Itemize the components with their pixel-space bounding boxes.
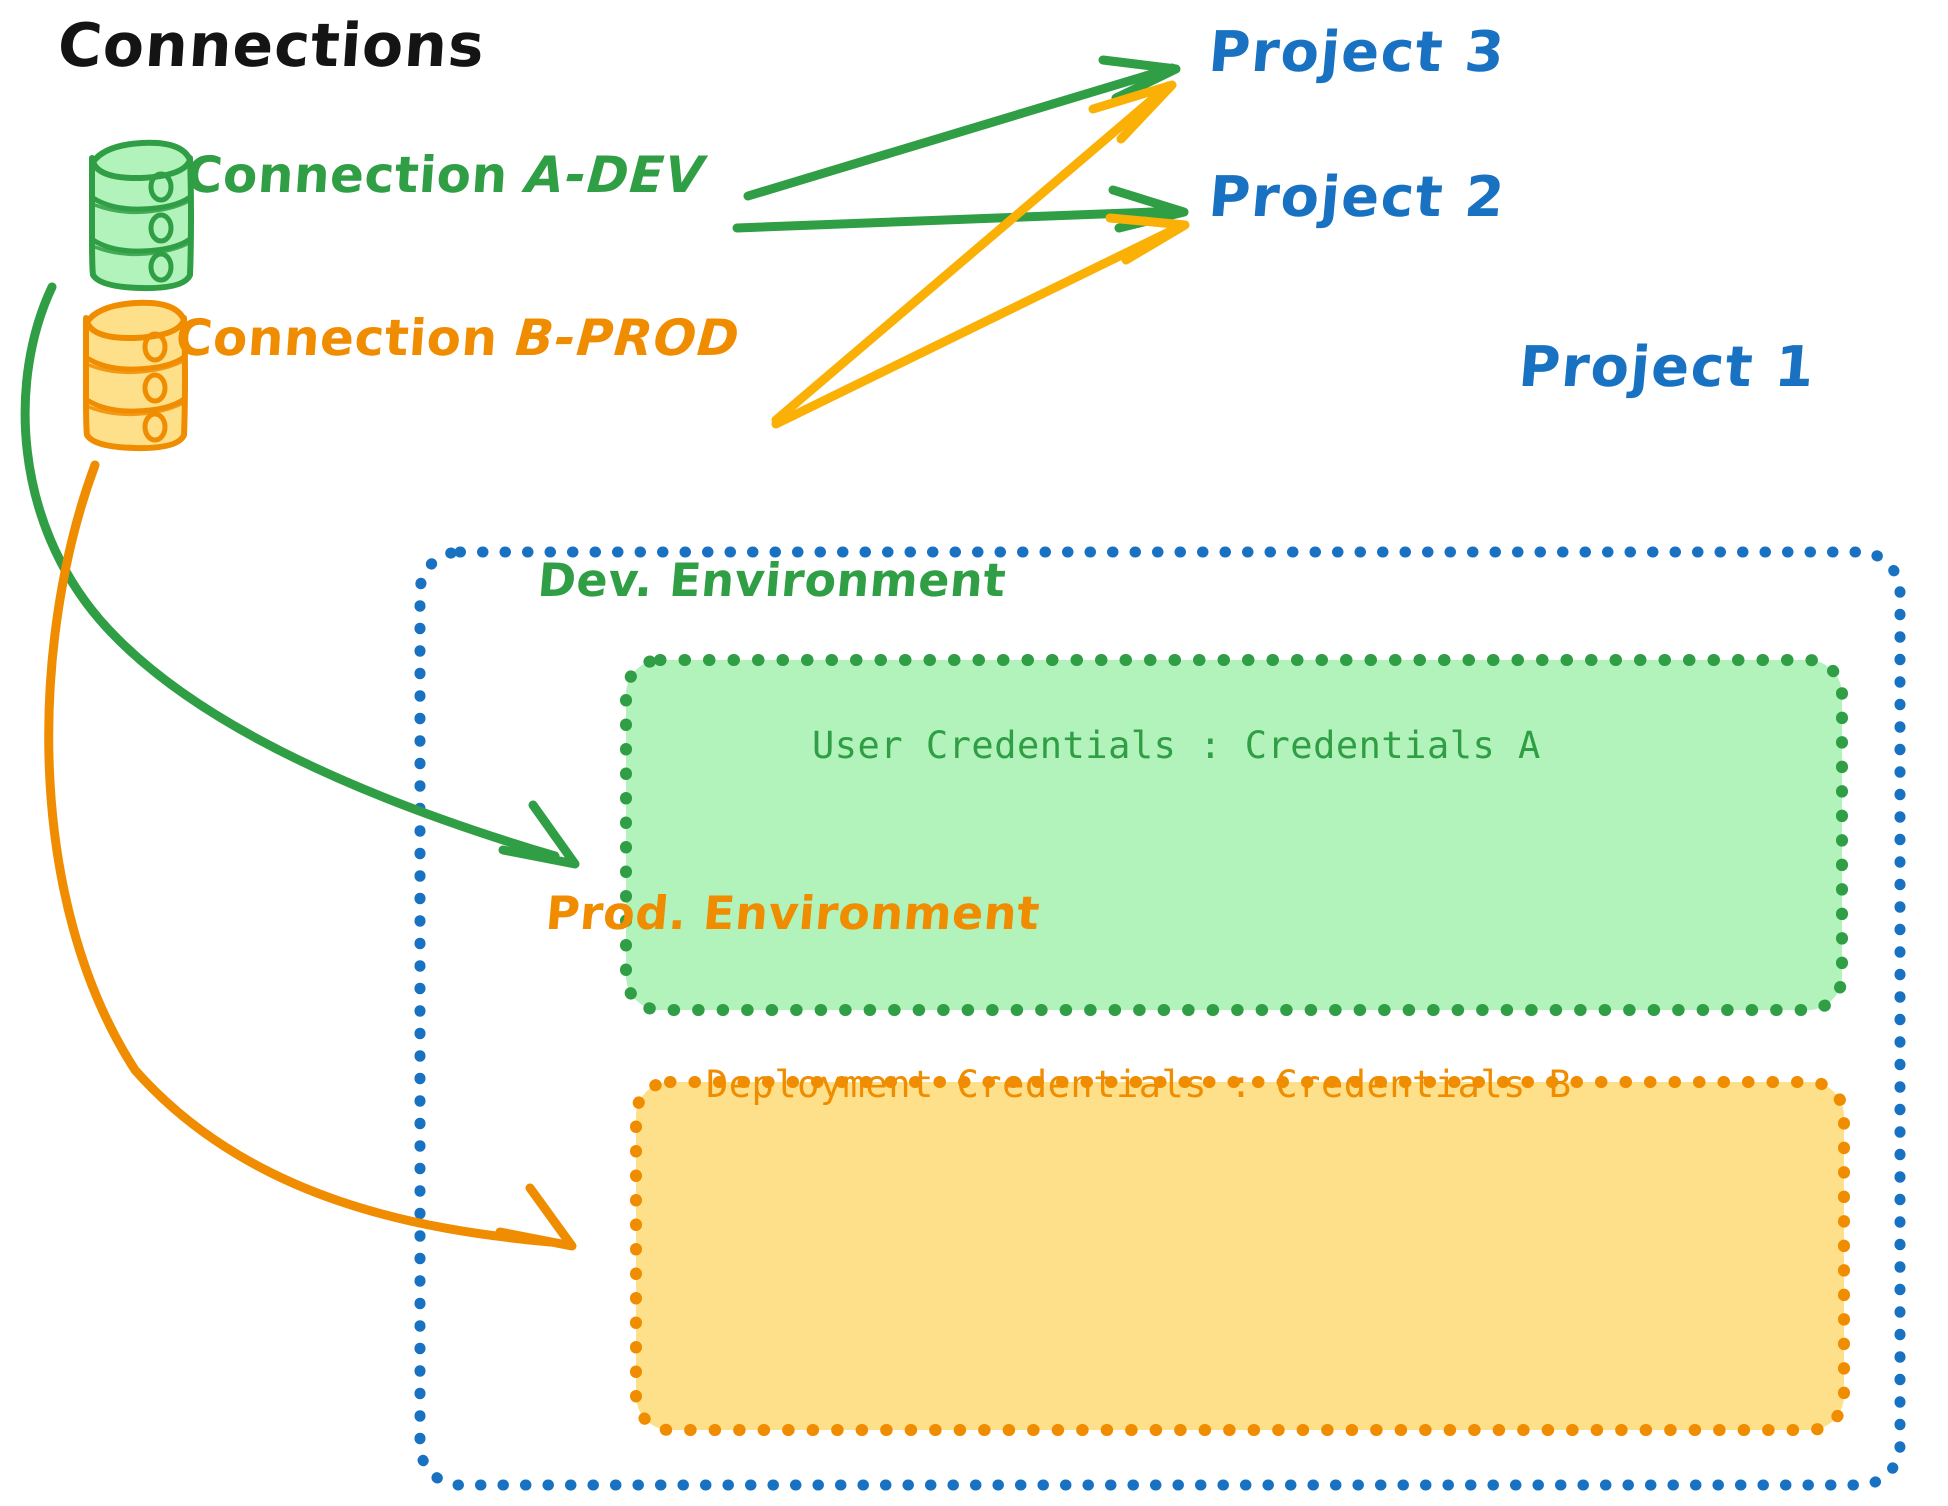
edge-a-dev-to-project-3 <box>743 55 1181 201</box>
edge-a-dev-to-dev-environment <box>20 282 580 869</box>
prod-environment-credentials: Deployment Credentials : Credentials B <box>706 1063 1572 1106</box>
prod-environment-title: Prod. Environment <box>543 886 1043 940</box>
connection-label-a-dev-emphasis: A-DEV <box>523 146 707 204</box>
connection-label-a-dev: Connection A-DEV <box>184 146 707 204</box>
connection-label-a-dev-prefix: Connection <box>183 146 528 204</box>
connection-label-b-prod-prefix: Connection <box>173 309 518 367</box>
project-1-label: Project 1 <box>1516 335 1819 400</box>
connection-label-b-prod-emphasis: B-PROD <box>513 309 742 367</box>
prod-environment-box <box>630 1076 1850 1436</box>
dev-environment-box <box>620 654 1848 1016</box>
project-1-container <box>414 546 1906 1491</box>
edge-b-prod-to-project-3 <box>771 80 1177 425</box>
edge-b-prod-to-project-2 <box>771 213 1190 429</box>
edge-b-prod-to-prod-environment <box>44 460 577 1251</box>
page-title: Connections <box>55 11 488 81</box>
dev-environment-credentials: User Credentials : Credentials A <box>812 724 1541 767</box>
connection-label-b-prod: Connection B-PROD <box>174 309 742 367</box>
project-3-label: Project 3 <box>1206 20 1509 85</box>
database-cylinder-icon-a-dev <box>88 139 194 292</box>
database-cylinder-icon-b-prod <box>83 299 188 452</box>
project-2-label: Project 2 <box>1206 165 1509 230</box>
dev-environment-title: Dev. Environment <box>535 553 1009 607</box>
